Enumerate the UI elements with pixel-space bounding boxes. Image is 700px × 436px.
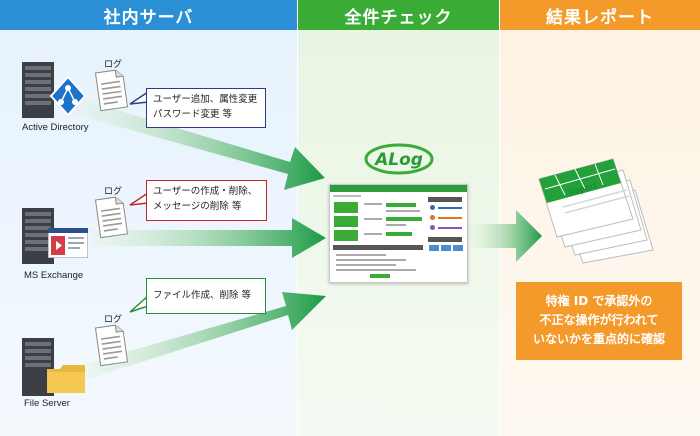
log-document-icon	[94, 196, 128, 239]
log-label-3: ログ	[104, 315, 123, 325]
report-stack-icon	[538, 158, 654, 264]
arrow-to-report	[470, 210, 542, 262]
server-file	[22, 338, 85, 400]
callout-line: パスワード変更 等	[153, 109, 233, 120]
log-document-icon	[94, 69, 128, 112]
arrow-exchange	[90, 218, 326, 258]
report-header: 結果レポート	[500, 0, 700, 30]
callout-ms-exchange: ユーザーの作成・削除、 メッセージの削除 等	[146, 180, 267, 221]
report-note: 特権 ID で承認外の 不正な操作が行われて いないかを重点的に確認	[516, 282, 682, 360]
servers-header: 社内サーバ	[0, 0, 297, 30]
callout-line: ユーザーの作成・削除、	[153, 186, 258, 197]
arrow-ad	[74, 99, 325, 190]
active-directory-icon	[50, 76, 86, 116]
exchange-window-icon	[48, 228, 88, 258]
callout-pointer-3	[129, 294, 148, 313]
server-ms-exchange	[22, 208, 88, 268]
callout-line: ファイル作成、削除 等	[153, 290, 252, 301]
callout-active-directory: ユーザー追加、属性変更 パスワード変更 等	[146, 88, 266, 128]
server-label-file-server: File Server	[24, 398, 70, 409]
note-line: 特権 ID で承認外の	[545, 294, 653, 308]
check-header: 全件チェック	[298, 0, 499, 30]
server-label-ms-exchange: MS Exchange	[24, 270, 84, 281]
folder-icon	[47, 365, 85, 393]
note-line: いないかを重点的に確認	[532, 332, 665, 346]
log-label-1: ログ	[104, 60, 123, 70]
callout-line: メッセージの削除 等	[153, 201, 242, 212]
server-label-active-directory: Active Directory	[22, 122, 89, 133]
note-line: 不正な操作が行われて	[539, 313, 659, 327]
alog-logo-text: ALog	[373, 150, 423, 170]
alog-dashboard-thumbnail	[329, 184, 468, 283]
callout-file-server: ファイル作成、削除 等	[146, 278, 266, 314]
log-label-2: ログ	[104, 187, 123, 197]
server-active-directory	[22, 62, 92, 124]
alog-logo: ALog	[364, 143, 434, 175]
callout-pointer-2	[129, 192, 148, 206]
log-document-icon	[94, 324, 128, 367]
server-rack-icon	[22, 62, 54, 118]
arrow-fileserver	[78, 292, 326, 381]
callout-line: ユーザー追加、属性変更	[153, 94, 258, 105]
callout-pointer-1	[129, 91, 148, 105]
